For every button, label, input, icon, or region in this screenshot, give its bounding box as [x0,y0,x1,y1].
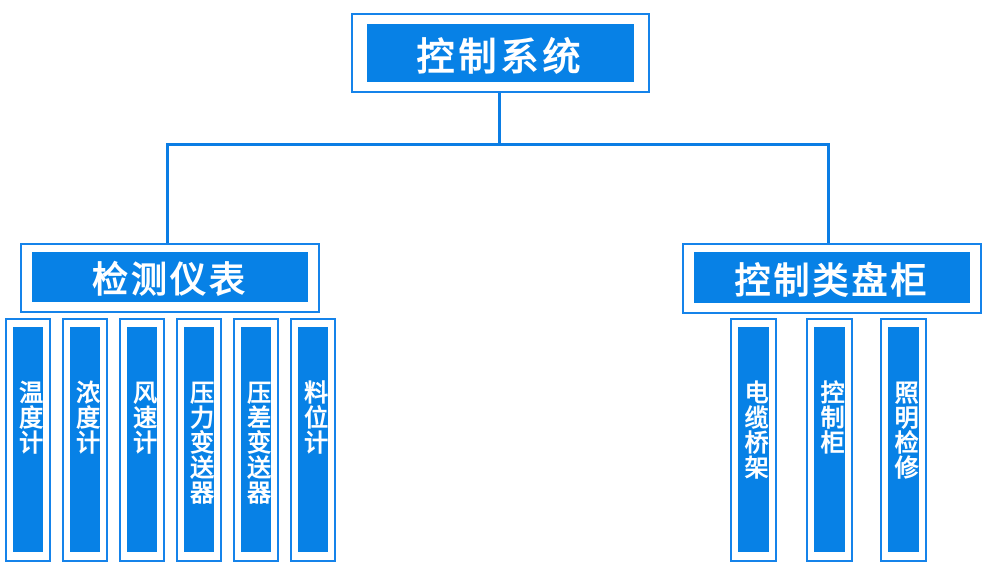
node-control-cabinet-label: 控制柜 [816,380,845,455]
connector-left-branch-down [166,143,169,244]
node-pressure-transmitter-label: 压力变送器 [185,380,214,505]
node-detection-instruments-label: 检测仪表 [32,252,308,302]
node-cable-tray: 电缆桥架 [730,318,777,562]
node-anemometer-label: 风速计 [128,380,157,455]
node-control-cabinet: 控制柜 [806,318,853,562]
node-concentration-meter-label: 浓度计 [71,380,100,455]
node-level-meter-label: 料位计 [299,380,328,455]
node-control-panel-cabinets-label: 控制类盘柜 [694,252,970,303]
node-lighting-maintenance-label: 照明检修 [890,380,919,480]
node-detection-instruments: 检测仪表 [20,243,320,313]
node-lighting-maintenance: 照明检修 [880,318,927,562]
node-thermometer: 温度计 [5,318,51,562]
node-thermometer-label: 温度计 [14,380,43,455]
connector-right-branch-down [827,143,830,244]
node-control-system-label: 控制系统 [367,24,634,82]
connector-horizontal [166,143,830,146]
node-anemometer: 风速计 [119,318,165,562]
node-differential-pressure-transmitter-label: 压差变送器 [242,380,271,505]
connector-root-down [498,93,501,144]
node-differential-pressure-transmitter: 压差变送器 [233,318,279,562]
node-pressure-transmitter: 压力变送器 [176,318,222,562]
node-level-meter: 料位计 [290,318,336,562]
node-cable-tray-label: 电缆桥架 [740,380,769,480]
node-control-panel-cabinets: 控制类盘柜 [682,243,982,314]
node-concentration-meter: 浓度计 [62,318,108,562]
node-control-system: 控制系统 [351,13,650,93]
